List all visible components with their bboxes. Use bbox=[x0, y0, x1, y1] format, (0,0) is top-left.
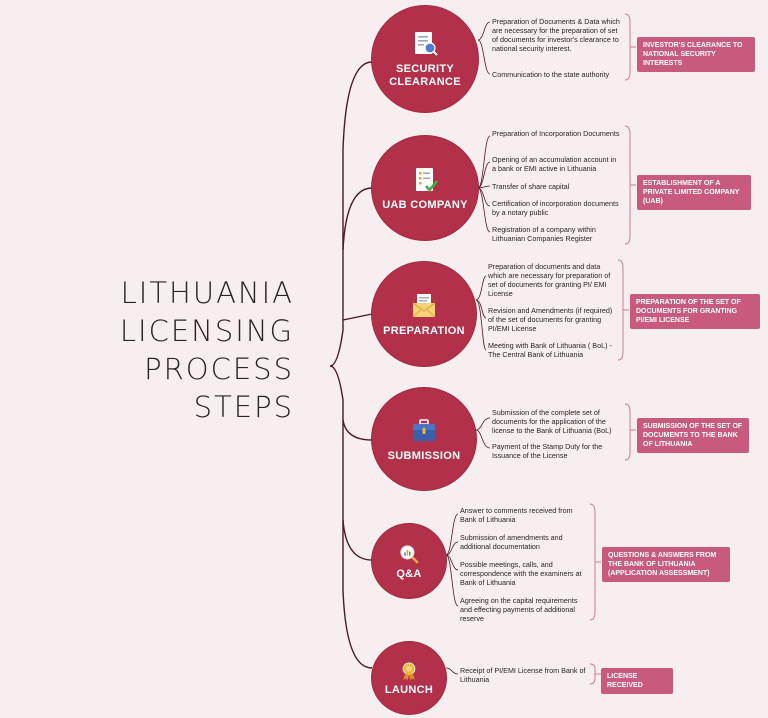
award-medal-icon bbox=[402, 661, 416, 681]
step-item: Answer to comments received from Bank of… bbox=[460, 506, 573, 524]
briefcase-icon bbox=[413, 418, 435, 441]
step-item: Preparation of Incorporation Documents bbox=[492, 129, 620, 138]
step-circle-uab-company: UAB COMPANY bbox=[372, 136, 478, 240]
step-item: Submission of amendments and additional … bbox=[460, 533, 563, 551]
step-item: Meeting with Bank of Lithuania ( BoL) - … bbox=[488, 341, 612, 359]
step-item: Submission of the complete set of docume… bbox=[492, 408, 612, 435]
step-item: Registration of a company within Lithuan… bbox=[492, 225, 596, 243]
step-circle-security-clearance: SECURITY CLEARANCE bbox=[372, 6, 478, 112]
step-item: Agreeing on the capital requirements and… bbox=[460, 596, 578, 623]
step-item: Transfer of share capital bbox=[492, 182, 570, 191]
step-item: Certification of incorporation documents… bbox=[492, 199, 619, 217]
step-circle-preparation: PREPARATION bbox=[372, 262, 476, 366]
step-label: SUBMISSION bbox=[387, 449, 461, 462]
step-circle-launch: LAUNCH bbox=[372, 642, 446, 714]
envelope-document-icon bbox=[412, 293, 436, 317]
step-item: Receipt of PI/EMI License from Bank of L… bbox=[460, 666, 586, 684]
step-item: Preparation of Documents & Data which ar… bbox=[492, 17, 620, 53]
outcome-tag: SUBMISSION OF THE SET OF DOCUMENTS TO TH… bbox=[637, 418, 749, 453]
checklist-icon bbox=[416, 167, 438, 192]
title-line: LICENSING bbox=[119, 314, 294, 348]
step-label: PREPARATION bbox=[383, 324, 465, 337]
step-item: Opening of an accumulation account in a … bbox=[492, 155, 617, 173]
outcome-tag: LICENSE RECEIVED bbox=[601, 668, 673, 694]
step-label: Q&A bbox=[396, 567, 422, 580]
step-circle-qa: Q&A bbox=[372, 524, 446, 598]
outcome-tag: QUESTIONS & ANSWERS FROM THE BANK OF LIT… bbox=[602, 547, 730, 582]
step-item: Payment of the Stamp Duty for the Issuan… bbox=[492, 442, 603, 460]
step-label: SECURITY CLEARANCE bbox=[389, 63, 461, 88]
page-title: LITHUANIA LICENSING PROCESS STEPS bbox=[60, 274, 294, 426]
outcome-tag: INVESTOR'S CLEARANCE TO NATIONAL SECURIT… bbox=[637, 37, 755, 72]
title-line: LITHUANIA bbox=[120, 276, 294, 310]
title-line: STEPS bbox=[193, 390, 294, 424]
step-item: Possible meetings, calls, and correspond… bbox=[460, 560, 582, 587]
document-search-icon bbox=[415, 32, 438, 56]
step-item: Communication to the state authority bbox=[492, 70, 610, 79]
step-label: LAUNCH bbox=[384, 683, 434, 696]
step-label: UAB COMPANY bbox=[382, 198, 468, 211]
outcome-tag: PREPARATION OF THE SET OF DOCUMENTS FOR … bbox=[630, 294, 760, 329]
magnifier-chart-icon bbox=[400, 544, 419, 564]
outcome-tag: ESTABLISHMENT OF A PRIVATE LIMITED COMPA… bbox=[637, 175, 751, 210]
step-circle-submission: SUBMISSION bbox=[372, 388, 476, 490]
step-item: Preparation of documents and data which … bbox=[488, 262, 611, 298]
step-item: Revision and Amendments (if required) of… bbox=[488, 306, 613, 333]
title-line: PROCESS bbox=[144, 352, 294, 386]
